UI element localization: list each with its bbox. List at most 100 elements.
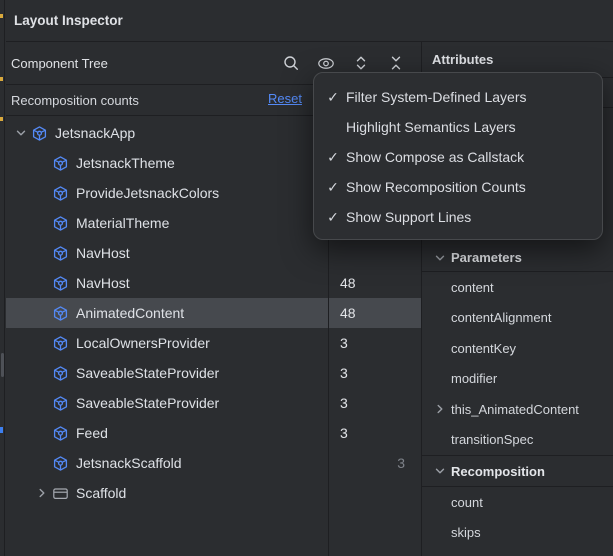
composable-node-icon [52,335,69,352]
warning-marker [0,14,3,18]
tree-node-label: LocalOwnersProvider [76,335,210,351]
attribute-label: transitionSpec [451,432,534,448]
menu-item-label: Filter System-Defined Layers [346,89,527,105]
menu-item[interactable]: ✓Show Support Lines [314,202,602,232]
tree-row[interactable]: Scaffold [6,478,421,508]
attributes-title: Attributes [432,52,494,67]
section-title: Recomposition [451,463,545,479]
attribute-item[interactable]: transitionSpec [422,425,613,456]
component-tree-panel: Component Tree [6,42,421,556]
count-column-divider [328,116,329,556]
chevron-right-icon[interactable] [429,403,451,415]
tree-row[interactable]: LocalOwnersProvider 3 [6,328,421,358]
tree-node-label: JetsnackTheme [76,155,175,171]
tree-node-label: Scaffold [76,485,127,501]
attribute-label: this_AnimatedContent [451,401,579,417]
attribute-item[interactable]: this_AnimatedContent [422,394,613,425]
tree-node-label: SaveableStateProvider [76,365,220,381]
composable-node-icon [52,215,69,232]
attribute-label: count [451,494,483,510]
attributes-panel: Attributes Parameters content contentAlign… [421,42,613,556]
composable-node-icon [52,365,69,382]
recomposition-counts-bar: Recomposition counts Reset [6,85,421,116]
attribute-item[interactable]: content [422,272,613,303]
menu-item-label: Show Recomposition Counts [346,179,526,195]
composable-node-icon [52,275,69,292]
visibility-options-icon[interactable] [317,54,335,72]
tree-row[interactable]: ProvideJetsnackColors [6,178,421,208]
tree-node-label: JetsnackScaffold [76,455,182,471]
menu-item-label: Highlight Semantics Layers [346,119,516,135]
tree-row[interactable]: JetsnackApp [6,118,421,148]
recomposition-skips: 3 [397,455,405,471]
checkmark-icon: ✓ [327,178,339,195]
chevron-down-icon[interactable] [429,252,451,264]
composable-node-icon [52,185,69,202]
menu-item[interactable]: ✓ Filter System-Defined Layers [314,82,602,112]
attribute-label: modifier [451,371,498,387]
checkmark-icon: ✓ [327,88,339,105]
menu-item[interactable]: ✓ Show Recomposition Counts [314,172,602,202]
attributes-section-header[interactable]: Recomposition [422,455,613,487]
component-tree-header: Component Tree [6,42,421,85]
composable-node-icon [52,305,69,322]
chevron-right-icon[interactable] [31,487,52,499]
scaffold-view-icon [52,485,69,502]
tree-row[interactable]: Feed 3 [6,418,421,448]
tree-node-label: NavHost [76,245,130,261]
chevron-down-icon[interactable] [429,465,451,477]
composable-node-icon [52,245,69,262]
recomposition-counts-label: Recomposition counts [11,92,139,108]
attribute-label: skips [451,525,481,541]
composable-node-icon [52,425,69,442]
attribute-item[interactable]: skips [422,518,613,549]
warning-marker [0,77,3,81]
tree-node-label: MaterialTheme [76,215,170,231]
chevron-down-icon[interactable] [10,127,31,139]
attributes-section-header[interactable]: Parameters [422,244,613,272]
component-tree-toolbar [282,54,405,72]
composable-node-icon [31,125,48,142]
composable-node-icon [52,395,69,412]
attribute-label: content [451,279,494,295]
checkmark-icon: ✓ [327,208,339,225]
attributes-list: Parameters content contentAlignment content… [422,244,613,548]
tree-node-label: ProvideJetsnackColors [76,185,220,201]
expand-all-icon[interactable] [352,54,370,72]
composable-node-icon [52,455,69,472]
recomposition-count: 48 [340,275,356,291]
attribute-label: contentAlignment [451,310,552,326]
tree-node-label: Feed [76,425,108,441]
attribute-item[interactable]: contentAlignment [422,303,613,334]
tree-node-label: SaveableStateProvider [76,395,220,411]
menu-item[interactable]: Highlight Semantics Layers [314,112,602,142]
collapse-all-icon[interactable] [387,54,405,72]
info-marker [0,427,3,433]
attribute-item[interactable]: count [422,487,613,518]
component-tree-title: Component Tree [11,55,108,71]
tree-node-label: AnimatedContent [76,305,185,321]
tool-window-titlebar: Layout Inspector [6,0,613,42]
tree-row[interactable]: NavHost [6,238,421,268]
attribute-item[interactable]: contentKey [422,333,613,364]
search-icon[interactable] [282,54,300,72]
reset-counts-link[interactable]: Reset [268,91,302,106]
tree-row[interactable]: JetsnackScaffold 3 [6,448,421,478]
composable-node-icon [52,155,69,172]
tree-row[interactable]: MaterialTheme [6,208,421,238]
menu-item[interactable]: ✓Show Compose as Callstack [314,142,602,172]
tree-row[interactable]: JetsnackTheme [6,148,421,178]
scrollbar-thumb[interactable] [1,353,4,377]
attribute-item[interactable]: modifier [422,364,613,395]
recomposition-count: 3 [340,425,348,441]
recomposition-count: 3 [340,335,348,351]
checkmark-icon: ✓ [327,148,339,165]
tree-node-label: JetsnackApp [55,125,136,141]
